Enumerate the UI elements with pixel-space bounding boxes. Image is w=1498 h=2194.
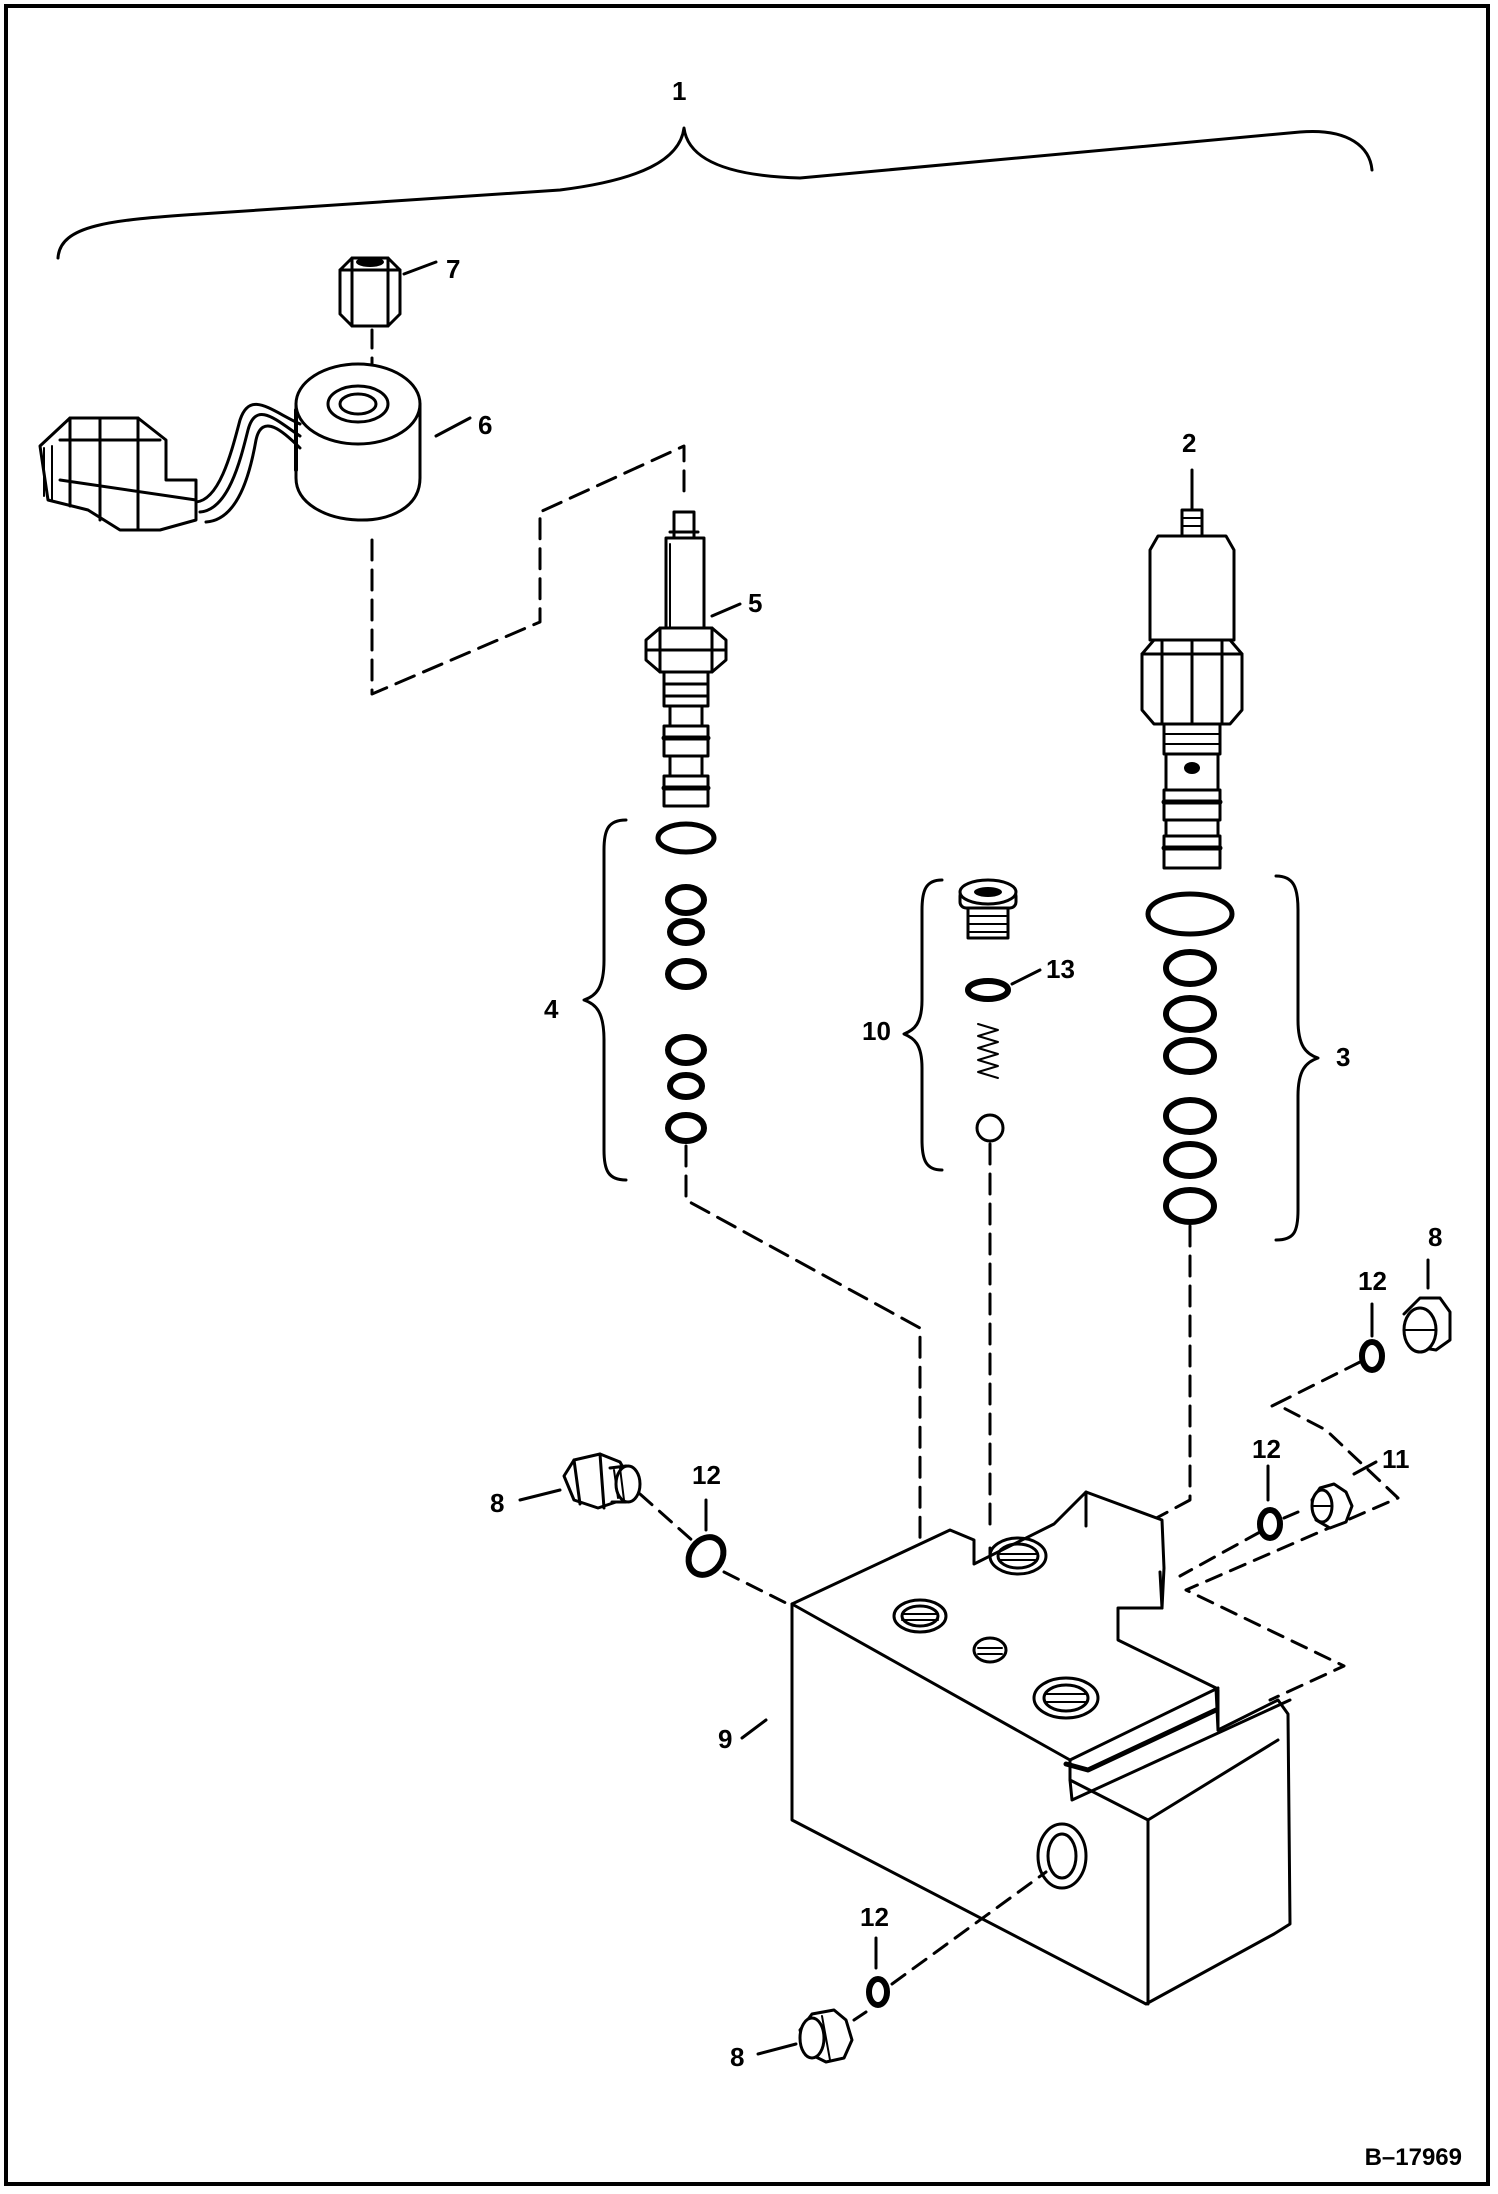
solenoid-coil-6 <box>294 362 422 522</box>
washer-12-right-top <box>1359 1339 1385 1373</box>
washer-12-right-mid <box>1257 1507 1283 1541</box>
plug-8-bottom <box>798 2008 854 2064</box>
leader-7 <box>402 260 438 276</box>
callout-8-left: 8 <box>490 1488 505 1518</box>
brace-assembly-1 <box>56 126 1374 260</box>
dash-8-12-left <box>638 1492 696 1544</box>
plug-8-right <box>1402 1296 1452 1354</box>
callout-12-left: 12 <box>692 1460 721 1490</box>
port-holes <box>892 1536 1100 1890</box>
callout-12-right-top: 12 <box>1358 1266 1387 1296</box>
callout-7: 7 <box>446 254 461 284</box>
callout-5: 5 <box>748 588 763 618</box>
callout-12-bottom: 12 <box>860 1902 889 1932</box>
plug-8-left <box>562 1452 642 1510</box>
leader-5 <box>710 602 742 618</box>
nut-7 <box>338 256 402 328</box>
dash-plug8-right <box>1184 1360 1400 1702</box>
brace-4 <box>582 818 628 1182</box>
leader-11 <box>1352 1460 1378 1476</box>
solenoid-cartridge-5 <box>644 510 728 808</box>
callout-8-right: 8 <box>1428 1222 1443 1252</box>
callout-12-right-mid: 12 <box>1252 1434 1281 1464</box>
spring <box>977 1023 999 1079</box>
callout-11: 11 <box>1382 1444 1410 1474</box>
leader-13 <box>1010 968 1042 986</box>
callout-1: 1 <box>672 76 687 106</box>
dash-plug11 <box>1178 1510 1300 1578</box>
check-ball <box>975 1113 1005 1143</box>
callout-6: 6 <box>478 410 493 440</box>
dash-bottom <box>852 1870 1048 2022</box>
leader-6 <box>434 416 472 438</box>
washer-12-left <box>685 1534 727 1578</box>
document-id: B–17969 <box>1364 2144 1462 2171</box>
relief-valve-2 <box>1140 508 1244 870</box>
plug-11 <box>1310 1482 1354 1530</box>
valve-block-9 <box>790 1490 1292 2006</box>
oring-13 <box>965 978 1011 1002</box>
callout-10: 10 <box>862 1016 891 1046</box>
washer-12-bottom <box>866 1976 890 2008</box>
plug-10 <box>958 878 1018 940</box>
dash-route-6-5 <box>370 444 686 696</box>
leader-8-left <box>518 1488 562 1502</box>
callout-3: 3 <box>1336 1042 1351 1072</box>
callout-13: 13 <box>1046 954 1075 984</box>
coil-wires <box>194 402 302 524</box>
callout-9: 9 <box>718 1724 733 1754</box>
seal-kit-4 <box>655 821 717 1144</box>
leader-9 <box>740 1718 768 1740</box>
brace-10 <box>902 878 944 1172</box>
callout-8-bottom: 8 <box>730 2042 745 2072</box>
seal-kit-3 <box>1145 891 1235 1225</box>
electrical-connector <box>38 416 198 532</box>
callout-4: 4 <box>544 994 559 1024</box>
dash-route-5-block <box>684 1144 922 1594</box>
callout-2: 2 <box>1182 428 1197 458</box>
brace-3 <box>1274 874 1320 1242</box>
leader-8-bottom <box>756 2042 798 2056</box>
dash-12-block-left <box>722 1570 790 1606</box>
